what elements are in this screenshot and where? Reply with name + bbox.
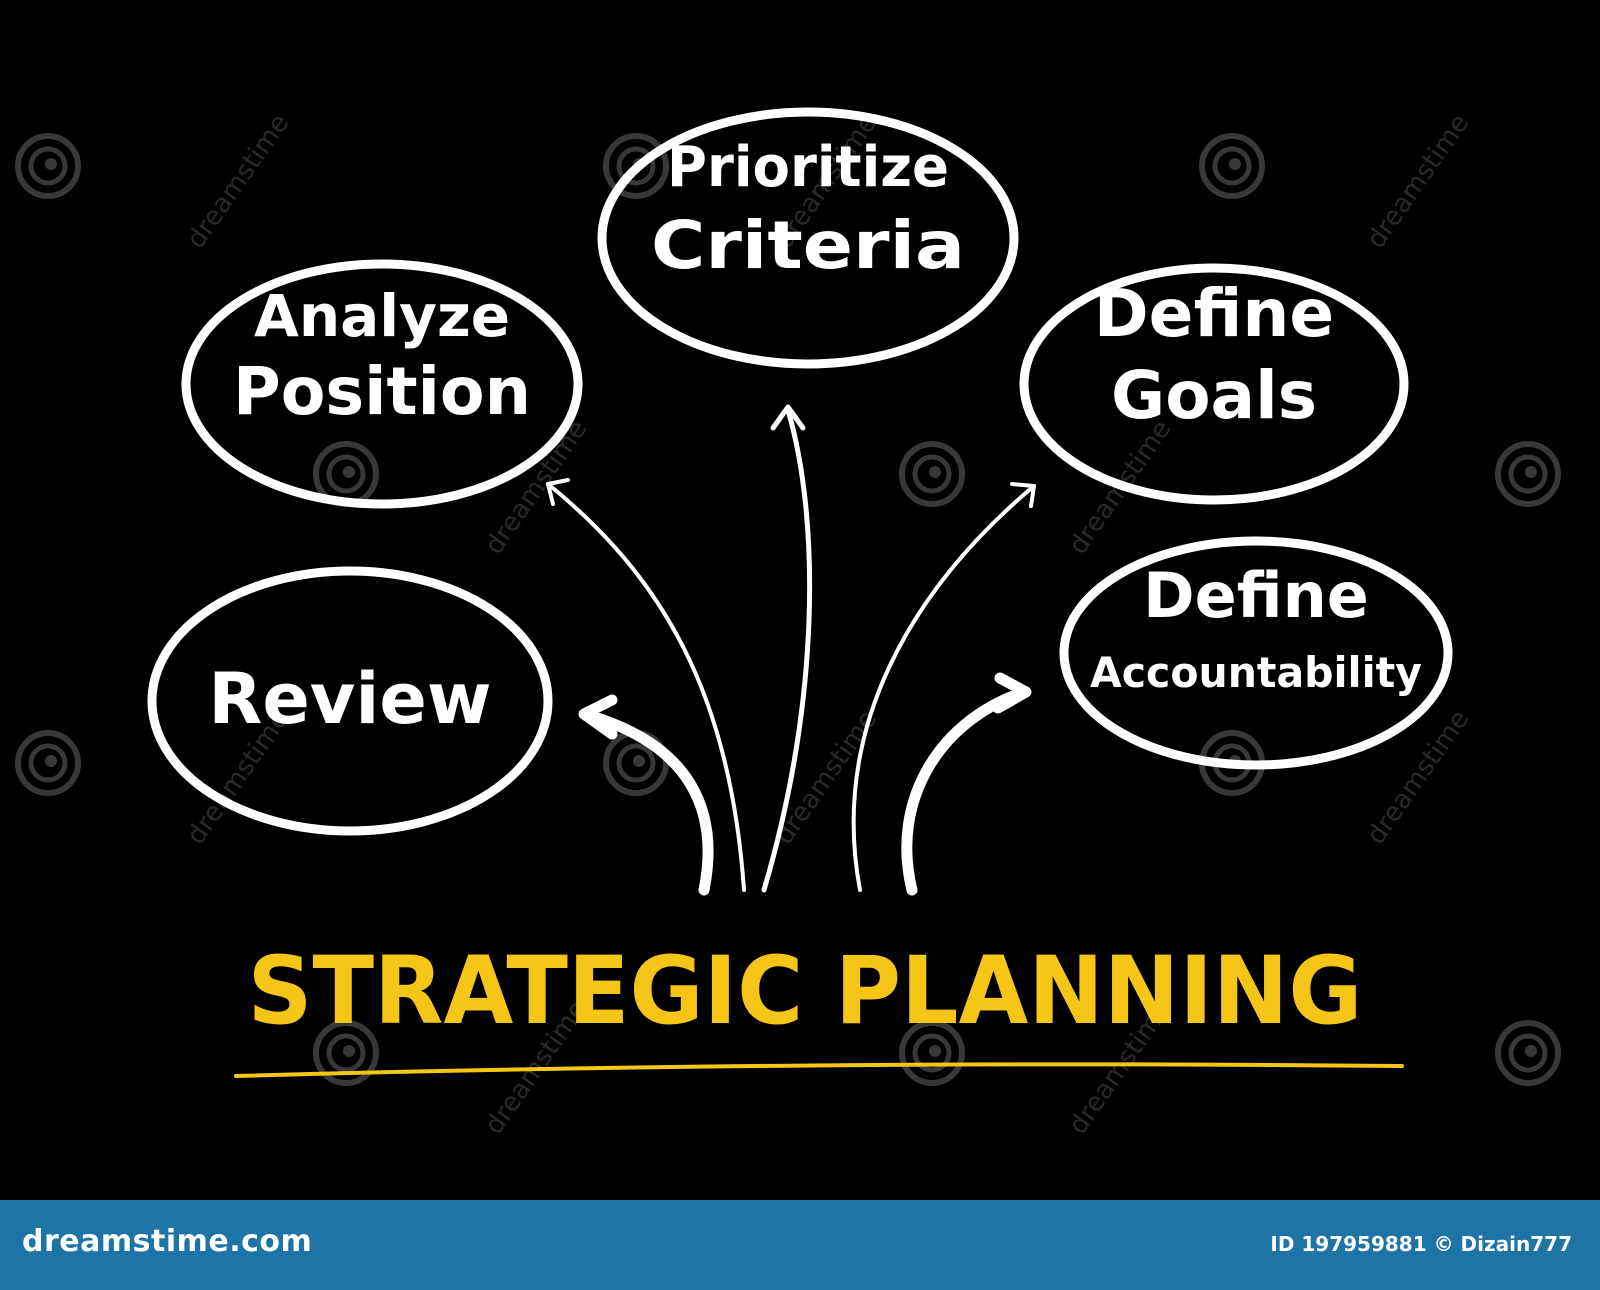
node-ellipse — [181, 259, 583, 509]
footer-bar: dreamstime.com ID 197959881 © Dizain777 — [0, 1200, 1600, 1290]
dreamstime-watermark-icon — [15, 730, 81, 796]
arrow-to-accountability — [901, 672, 1032, 896]
node-ellipse — [1019, 263, 1409, 505]
node-label: Position — [233, 353, 531, 430]
arrowhead — [546, 478, 570, 506]
node-label: Define — [1094, 275, 1334, 352]
arrow-to-analyze — [546, 478, 746, 892]
title-group: STRATEGIC PLANNING — [234, 937, 1404, 1078]
dreamstime-watermark-text: dreamstime — [479, 415, 593, 560]
dreamstime-watermark-text: dreamstime — [1361, 109, 1475, 254]
node-review: Review — [147, 566, 553, 836]
diagram-title: STRATEGIC PLANNING — [248, 937, 1363, 1046]
dreamstime-logo: dreamstime.com — [22, 1224, 313, 1259]
arrow-shaft — [761, 407, 813, 893]
arrow-layer — [546, 404, 1036, 896]
node-label: Prioritize — [667, 135, 949, 200]
dreamstime-watermark-text: dreamstime — [181, 109, 295, 254]
dreamstime-watermark-icon — [313, 1020, 379, 1086]
dreamstime-watermark-text: dreamstime — [1361, 705, 1475, 850]
node-label: Analyze — [254, 282, 510, 350]
arrow-shaft — [901, 686, 1030, 896]
node-layer: AnalyzePositionPrioritizeCriteriaDefineG… — [147, 107, 1453, 836]
arrow-to-review — [578, 694, 714, 896]
node-ellipse — [147, 566, 553, 836]
node-label: Define — [1143, 559, 1369, 632]
arrow-shaft — [582, 709, 714, 896]
dreamstime-watermark-icon — [1495, 441, 1561, 507]
node-label: Goals — [1111, 357, 1317, 434]
arrowhead — [578, 694, 618, 740]
arrowhead — [770, 404, 806, 431]
dreamstime-watermark-icon — [1495, 1020, 1561, 1086]
mind-map-diagram: dreamstime dreamstime dreamstime dreamstime… — [15, 107, 1561, 1140]
node-ellipse — [1059, 536, 1453, 770]
node-label: Review — [208, 658, 491, 740]
arrowhead — [992, 672, 1032, 714]
arrow-to-goals — [851, 482, 1036, 892]
arrow-shaft — [546, 482, 746, 892]
dreamstime-watermark-icon — [1199, 133, 1265, 199]
arrowhead — [1010, 482, 1036, 508]
arrow-to-prioritize — [761, 404, 813, 893]
node-label: Criteria — [651, 207, 965, 284]
dreamstime-watermark-icon — [899, 441, 965, 507]
title-underline — [234, 1062, 1404, 1078]
arrow-shaft — [851, 484, 1036, 892]
image-id-credit: ID 197959881 © Dizain777 — [1270, 1232, 1572, 1256]
dreamstime-watermark-icon — [899, 1020, 965, 1086]
node-ellipse — [597, 107, 1019, 369]
dreamstime-watermark-icon — [15, 133, 81, 199]
node-label: Accountability — [1090, 648, 1422, 697]
